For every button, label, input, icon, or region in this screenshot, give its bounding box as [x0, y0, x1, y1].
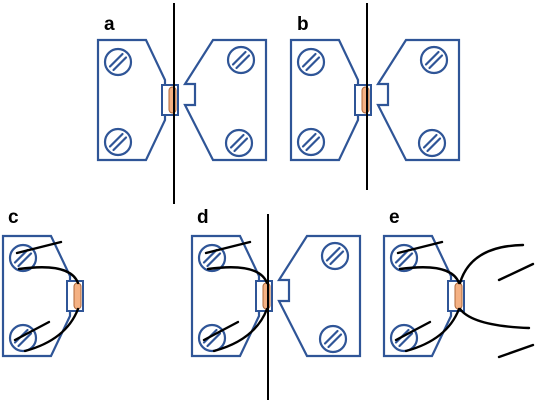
wire [17, 266, 80, 285]
screw-icon [103, 47, 133, 77]
screw-slot [233, 137, 249, 153]
panel-b: b [289, 3, 461, 190]
right-clamp-plate [182, 38, 268, 162]
screw-slot [325, 246, 341, 262]
panel-label: e [389, 207, 400, 228]
screw-slot [235, 54, 251, 70]
left-clamp-plate [382, 234, 453, 358]
screw-slot [424, 50, 440, 66]
wire [212, 307, 269, 353]
right-clamp-plate [276, 234, 362, 358]
screw-slot [108, 132, 124, 148]
screw-icon [8, 323, 38, 353]
screw-ring [103, 47, 133, 77]
screw-slot [323, 329, 339, 345]
screw-slot [17, 332, 33, 348]
screw-icon [224, 128, 254, 158]
screw-icon [296, 47, 326, 77]
panel-label: c [8, 207, 19, 228]
right-clamp-plate [375, 38, 461, 162]
screw-slot [305, 136, 321, 152]
screw-slot [422, 133, 438, 149]
screw-icon [389, 323, 419, 353]
screw-slot [398, 252, 414, 268]
wire [404, 307, 461, 353]
wire [13, 320, 51, 342]
wire [204, 240, 252, 255]
screw-slot [305, 56, 321, 72]
screw-slot [301, 132, 317, 148]
left-clamp-plate [96, 38, 167, 162]
screw-slot [231, 50, 247, 66]
left-clamp-plate [1, 234, 72, 358]
screw-ring [417, 128, 447, 158]
screw-slot [426, 137, 442, 153]
wire [398, 266, 461, 285]
screw-icon [320, 241, 350, 271]
screw-ring [8, 243, 38, 273]
screw-ring [103, 127, 133, 157]
screw-slot [108, 52, 124, 68]
screw-icon [419, 45, 449, 75]
screw-ring [226, 45, 256, 75]
wire [497, 343, 535, 359]
wire [458, 307, 531, 330]
screw-ring [318, 324, 348, 354]
panel-d: d [190, 207, 362, 400]
left-clamp-plate [289, 38, 360, 162]
wire [396, 240, 444, 255]
screw-ring [8, 323, 38, 353]
panel-label: b [297, 14, 309, 35]
wire [206, 266, 269, 285]
panel-label: a [104, 14, 115, 35]
sample [73, 282, 82, 310]
screw-icon [318, 324, 348, 354]
screw-slot [112, 56, 128, 72]
screw-slot [206, 252, 222, 268]
screw-ring [419, 45, 449, 75]
screw-icon [197, 323, 227, 353]
screw-ring [197, 323, 227, 353]
screw-slot [206, 332, 222, 348]
wire [23, 307, 80, 353]
screw-ring [320, 241, 350, 271]
wire [497, 262, 535, 282]
wire [15, 240, 63, 255]
screw-slot [428, 54, 444, 70]
screw-icon [226, 45, 256, 75]
wire [394, 320, 432, 342]
screw-slot [327, 333, 343, 349]
panel-a: a [96, 3, 268, 204]
screw-ring [389, 323, 419, 353]
wire [202, 320, 240, 342]
screw-slot [229, 133, 245, 149]
screw-slot [398, 332, 414, 348]
panel-c: c [1, 207, 84, 358]
screw-icon [417, 128, 447, 158]
screw-ring [389, 243, 419, 273]
screw-icon [103, 127, 133, 157]
wire [458, 243, 525, 285]
screw-icon [296, 127, 326, 157]
screw-ring [197, 243, 227, 273]
panel-e: e [382, 207, 535, 359]
screw-slot [329, 250, 345, 266]
sample [454, 282, 463, 310]
screw-ring [296, 47, 326, 77]
left-clamp-plate [190, 234, 261, 358]
panel-label: d [197, 207, 209, 228]
screw-slot [112, 136, 128, 152]
screw-ring [224, 128, 254, 158]
screw-ring [296, 127, 326, 157]
screw-slot [17, 252, 33, 268]
screw-slot [301, 52, 317, 68]
